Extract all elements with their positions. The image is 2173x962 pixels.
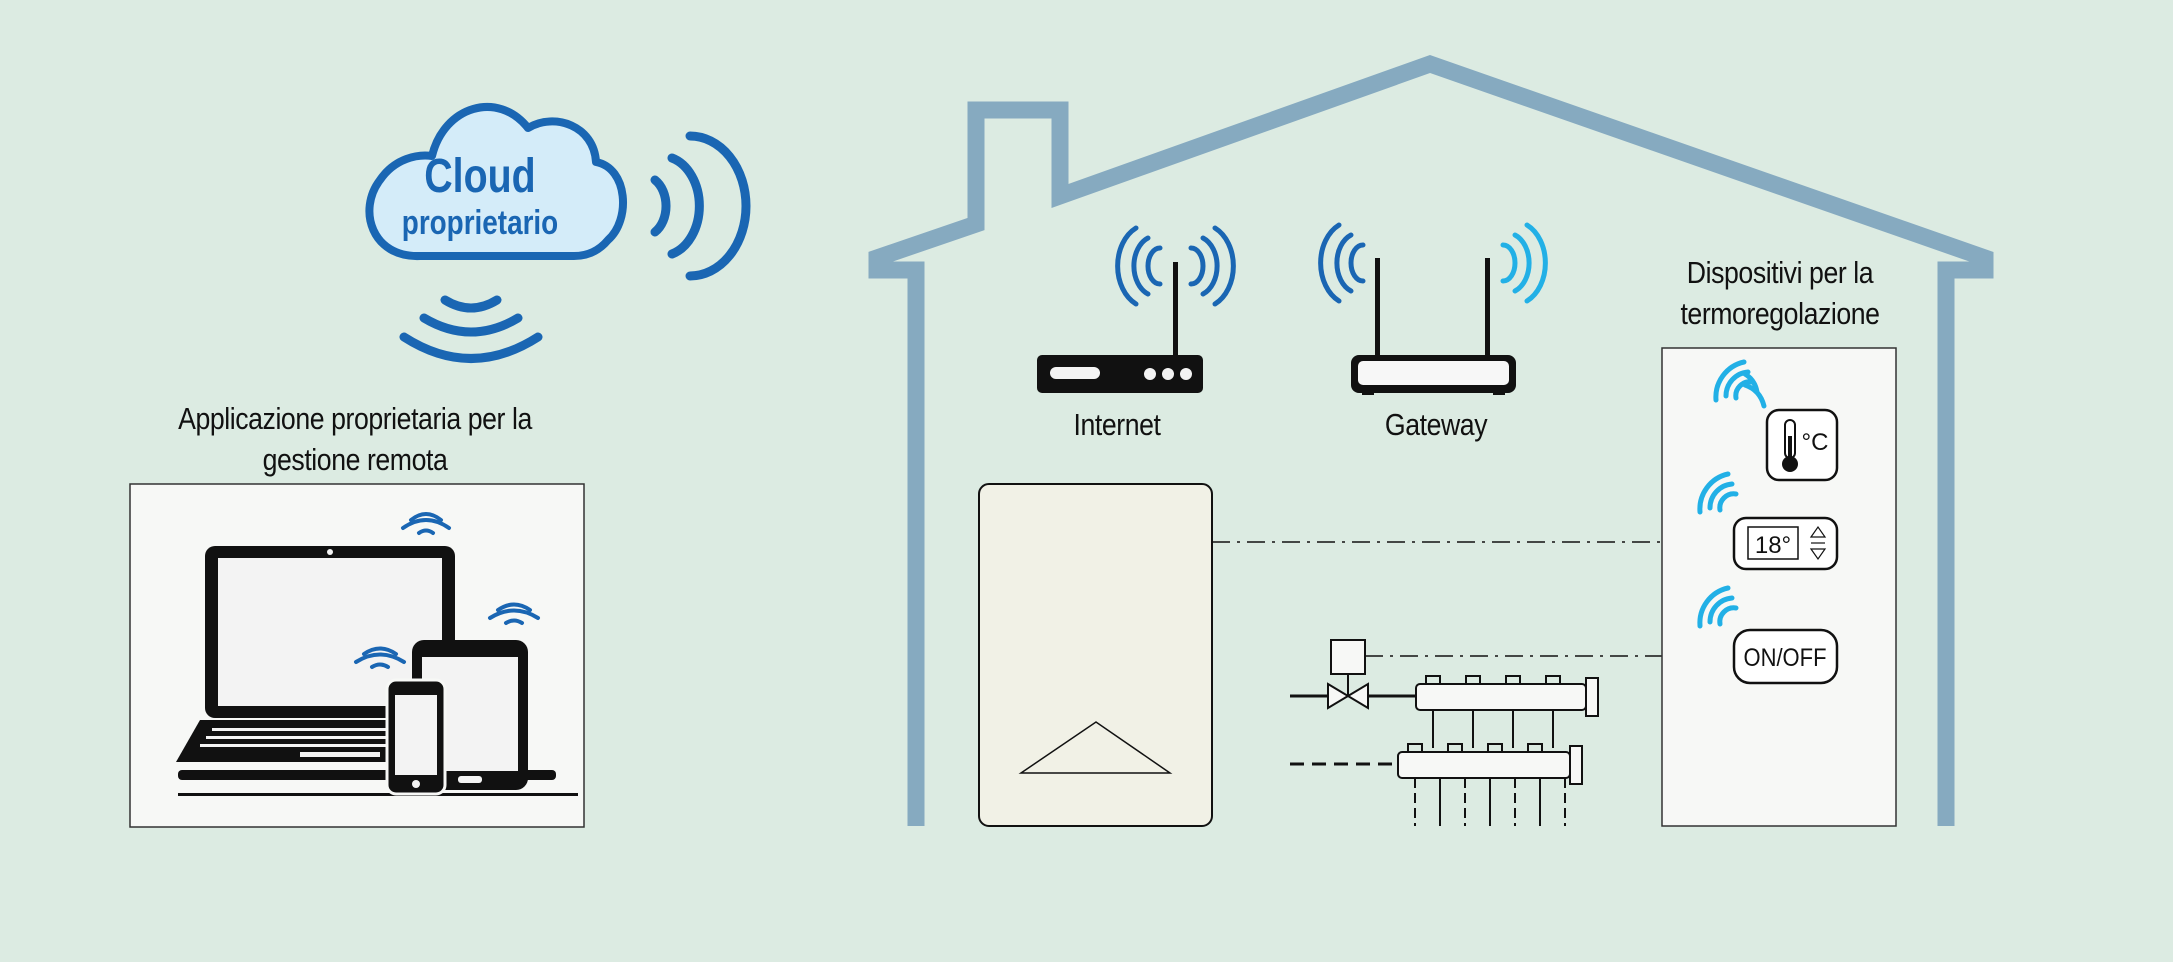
smartphone-icon	[385, 678, 447, 796]
house-outline	[868, 54, 1994, 826]
app-label-line2: gestione remota	[262, 442, 448, 477]
boiler-unit	[978, 483, 1213, 827]
laptop-wifi-icon	[401, 512, 451, 535]
cloud-icon: Cloud proprietario	[365, 102, 627, 261]
cloud-signal-right-icon	[650, 131, 751, 281]
app-devices-panel	[129, 483, 585, 828]
tablet-wifi-icon	[488, 602, 540, 625]
gateway-router-icon	[1318, 222, 1548, 395]
cloud-signal-down-icon	[399, 295, 543, 363]
devices-label-line2: termoregolazione	[1680, 296, 1880, 331]
thermostat-wifi-icon	[1697, 471, 1739, 515]
cloud-title: Cloud	[424, 149, 535, 203]
thermometer-device: °C	[1713, 359, 1839, 482]
devices-label-line1: Dispositivi per la	[1686, 255, 1874, 290]
thermostat-device: 18°	[1697, 471, 1839, 571]
thermometer-icon	[1782, 419, 1798, 472]
app-label: Applicazione proprietaria per la gestion…	[140, 398, 570, 480]
thermoregulation-panel: °C 18° ON/OF	[1661, 347, 1897, 827]
thermometer-wifi-icon	[1713, 359, 1767, 409]
cloud-subtitle: proprietario	[402, 203, 558, 241]
internet-router-icon	[1037, 225, 1236, 393]
gateway-label: Gateway	[1384, 407, 1488, 442]
phone-wifi-icon	[354, 646, 406, 669]
thermostat-value: 18°	[1755, 532, 1791, 559]
devices-label: Dispositivi per la termoregolazione	[1655, 252, 1904, 334]
manifold-valve-icon	[1290, 639, 1599, 826]
switch-wifi-icon	[1697, 585, 1739, 629]
switch-label: ON/OFF	[1743, 644, 1826, 672]
internet-label: Internet	[1073, 407, 1161, 442]
app-label-line1: Applicazione proprietaria per la	[178, 401, 532, 436]
up-down-arrows-icon	[1809, 525, 1827, 561]
on-off-switch-device: ON/OFF	[1697, 585, 1839, 685]
thermometer-unit: °C	[1802, 429, 1829, 456]
